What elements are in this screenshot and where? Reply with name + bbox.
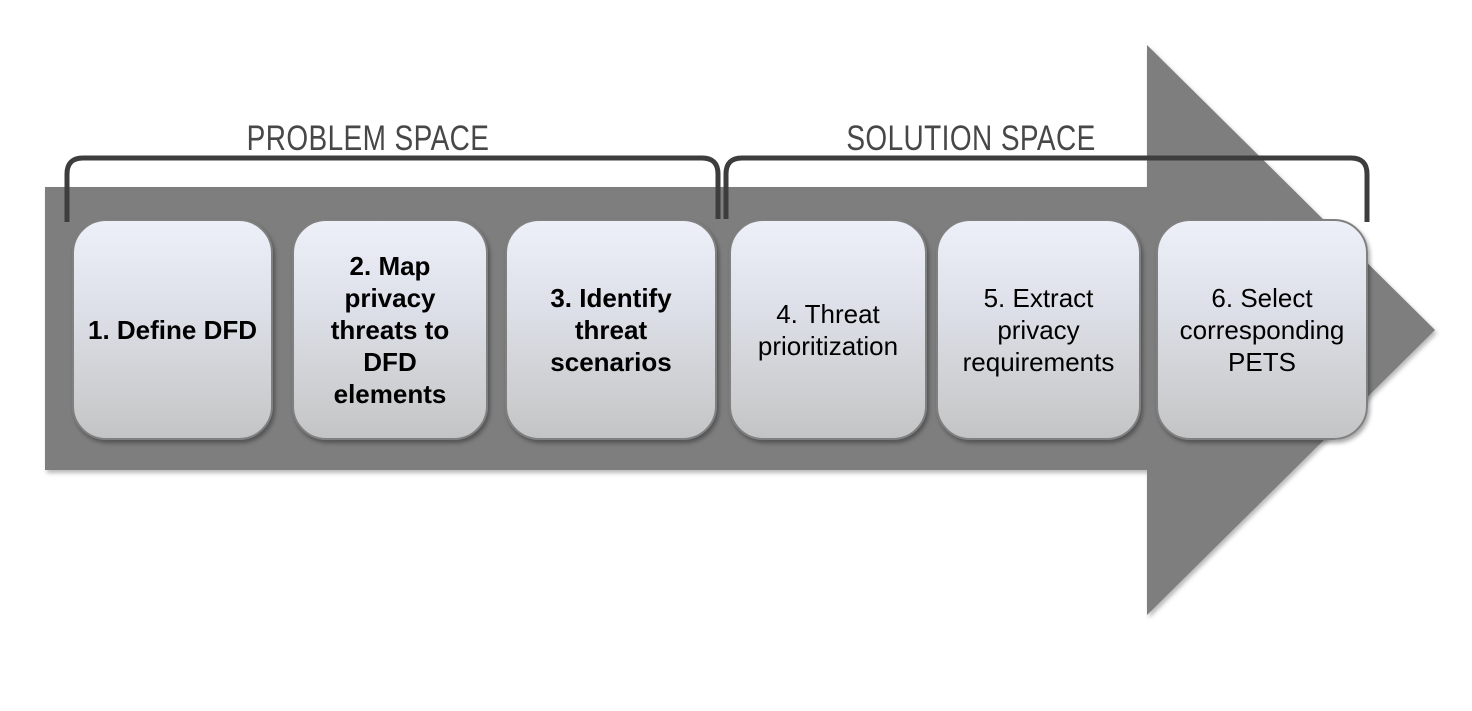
step-box-5: 5. Extract privacy requirements <box>936 219 1141 440</box>
problem-space-label: PROBLEM SPACE <box>246 119 490 158</box>
step-box-6: 6. Select corresponding PETS <box>1156 219 1368 440</box>
step-label-4: 4. Threat prioritization <box>757 298 899 361</box>
problem-space-bracket <box>64 155 721 222</box>
step-label-5: 5. Extract privacy requirements <box>962 282 1115 377</box>
step-box-1: 1. Define DFD <box>72 219 273 440</box>
step-label-3: 3. Identify threat scenarios <box>550 282 672 377</box>
solution-space-bracket <box>723 155 1370 222</box>
solution-space-label: SOLUTION SPACE <box>846 119 1096 158</box>
step-label-6: 6. Select corresponding PETS <box>1179 282 1345 377</box>
step-box-2: 2. Map privacy threats to DFD elements <box>292 219 488 440</box>
step-label-2: 2. Map privacy threats to DFD elements <box>330 250 450 409</box>
step-label-1: 1. Define DFD <box>87 314 258 345</box>
step-box-3: 3. Identify threat scenarios <box>505 219 717 440</box>
step-box-4: 4. Threat prioritization <box>729 219 927 440</box>
